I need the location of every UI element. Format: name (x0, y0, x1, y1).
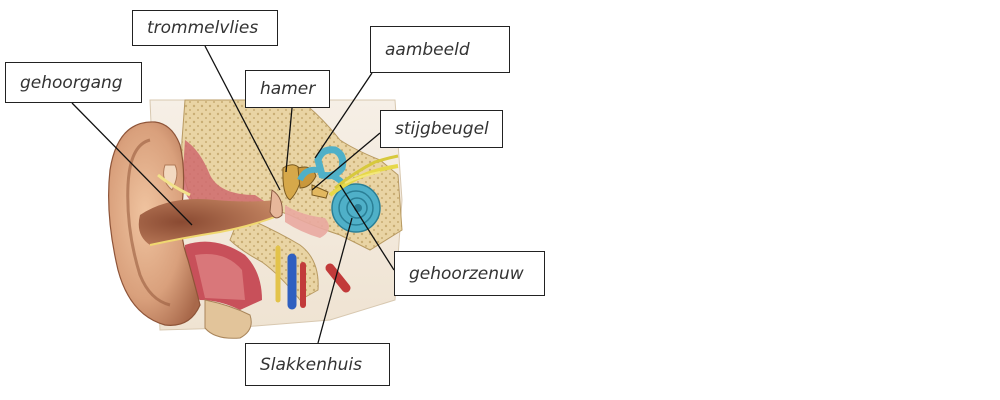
leader-line-gehoorzenuw (339, 184, 395, 271)
label-gehoorzenuw: gehoorzenuw (394, 251, 545, 296)
leader-line-trommelvlies (204, 45, 281, 191)
leader-lines (71, 45, 395, 344)
leader-line-hamer (285, 107, 293, 173)
muscle-tissue (182, 140, 270, 310)
leader-line-gehoorgang (71, 102, 193, 226)
leader-line-aambeeld (314, 72, 373, 159)
leader-line-slakkenhuis (317, 217, 353, 344)
middle-ear-cavity (285, 205, 329, 238)
mastoid-process (204, 299, 252, 339)
label-hamer: hamer (245, 70, 330, 108)
label-stijgbeugel: stijgbeugel (380, 110, 503, 148)
ear-canal (138, 199, 281, 246)
label-gehoorgang: gehoorgang (5, 62, 142, 103)
label-trommelvlies: trommelvlies (132, 10, 278, 46)
label-aambeeld: aambeeld (370, 26, 510, 73)
leader-line-stijgbeugel (311, 132, 381, 191)
label-slakkenhuis: Slakkenhuis (245, 343, 390, 386)
blood-vessels (275, 245, 351, 310)
eardrum (269, 189, 283, 219)
